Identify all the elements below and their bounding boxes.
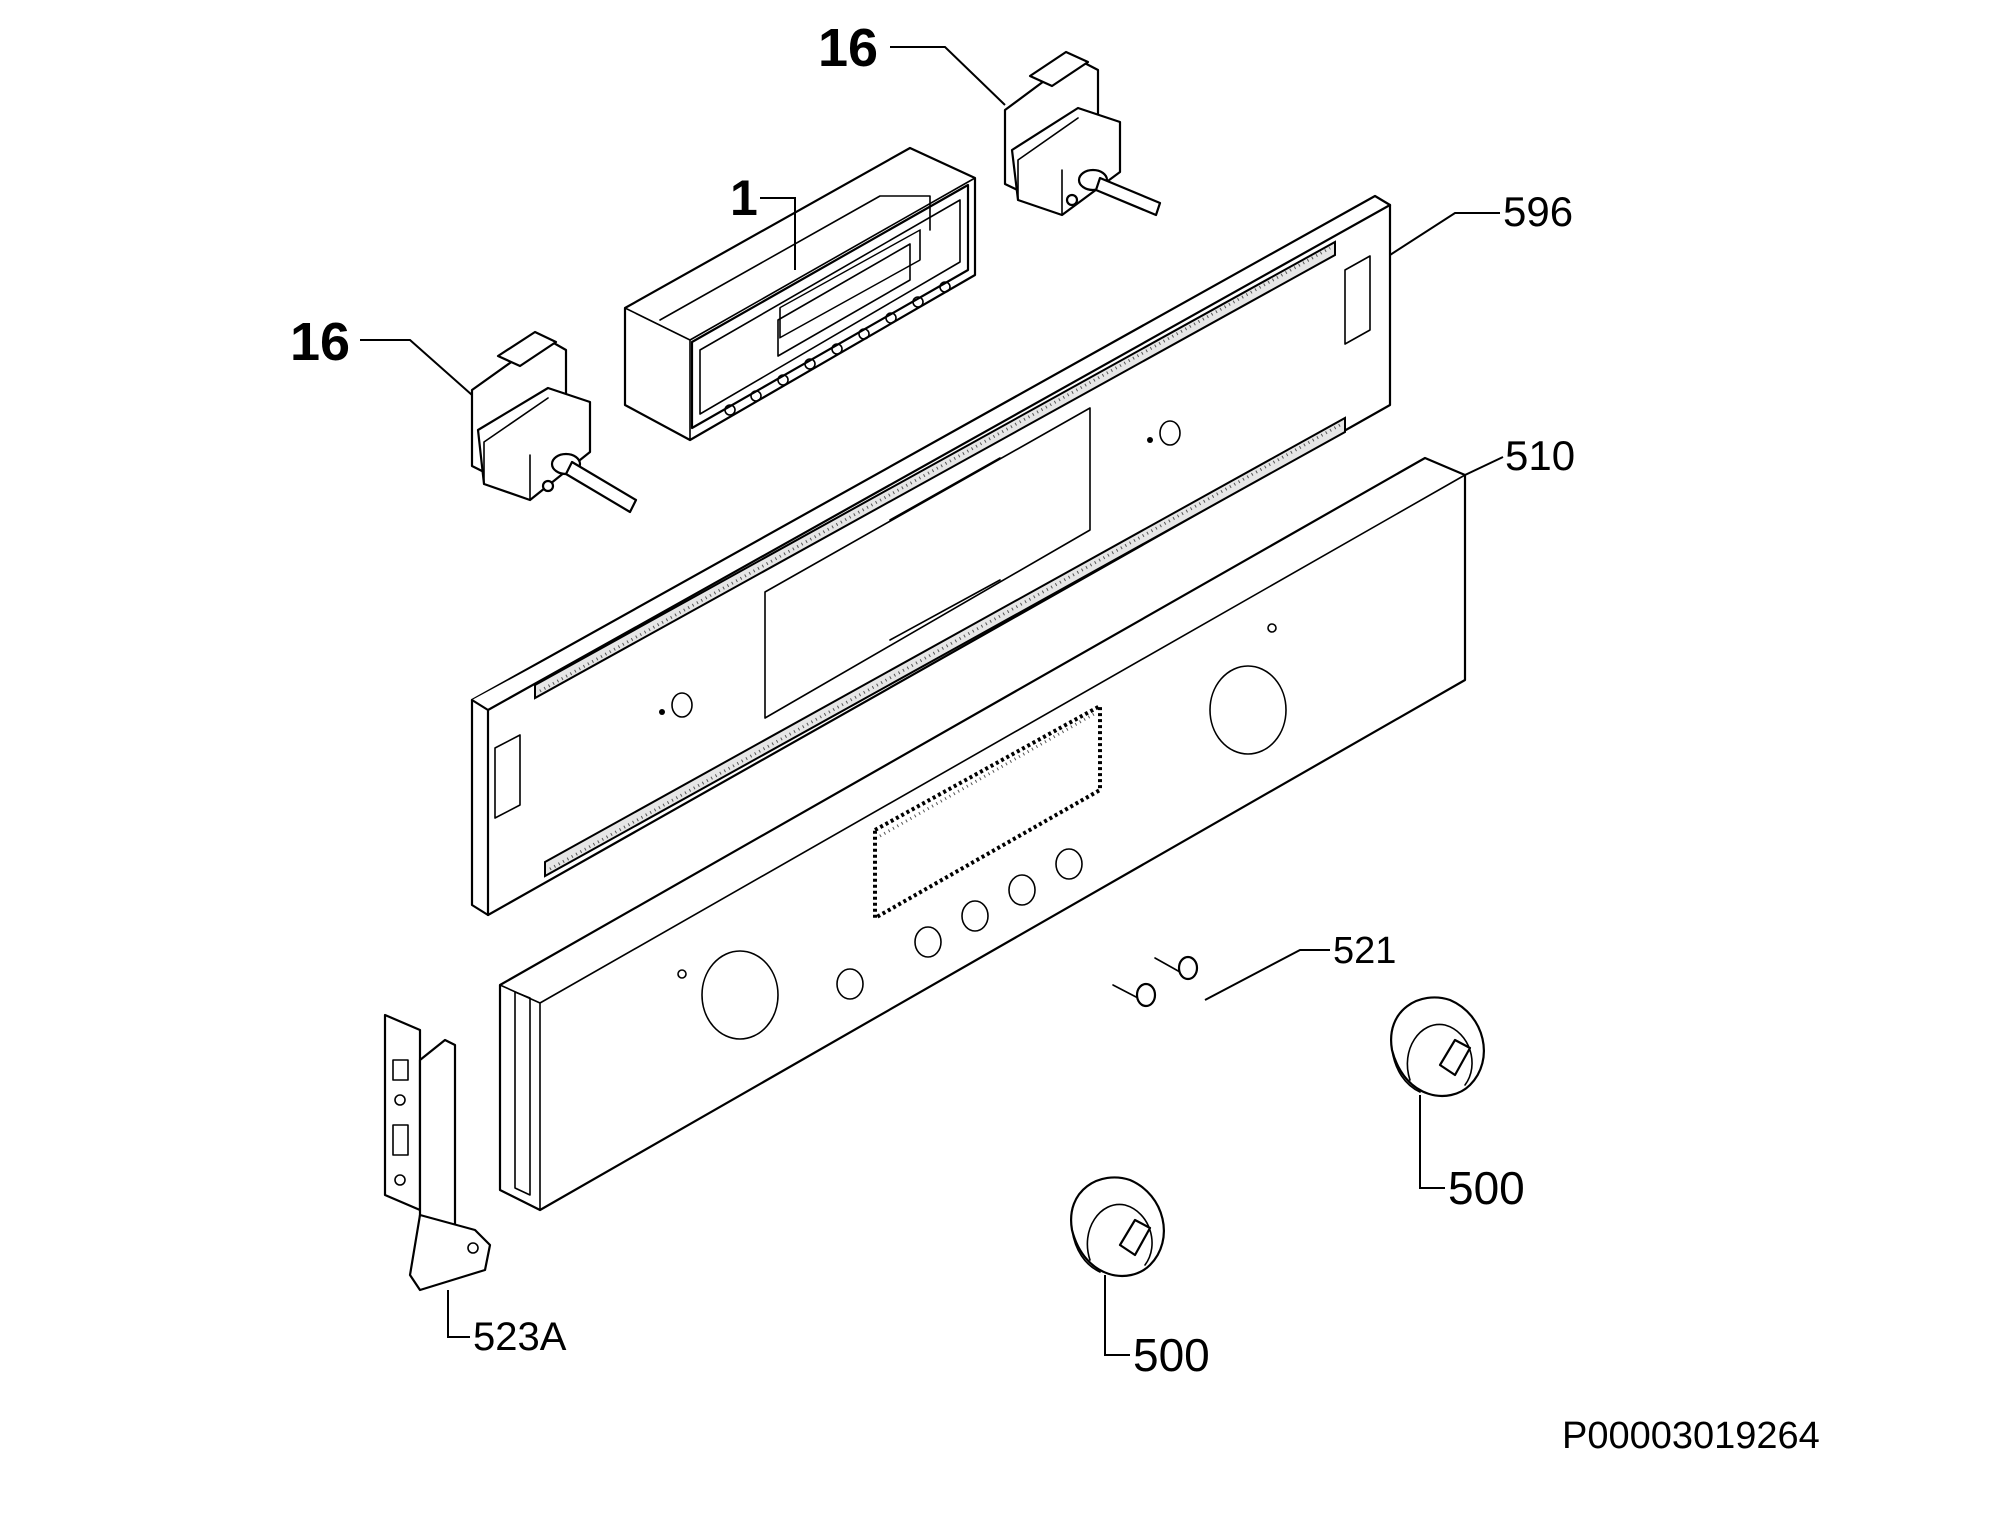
drawing-number: P00003019264 bbox=[1562, 1415, 1820, 1457]
callout-1: 1 bbox=[730, 170, 758, 226]
callout-500-lower: 500 bbox=[1133, 1329, 1210, 1381]
control-knob-lower bbox=[1070, 1176, 1165, 1278]
leader-510 bbox=[1464, 456, 1504, 476]
callout-510: 510 bbox=[1505, 432, 1575, 479]
callout-596: 596 bbox=[1503, 188, 1573, 235]
callout-16-left: 16 bbox=[290, 312, 350, 372]
callout-500-upper: 500 bbox=[1448, 1162, 1525, 1214]
callout-523A: 523A bbox=[473, 1315, 567, 1359]
display-buttons bbox=[724, 281, 951, 416]
leader-16-right bbox=[890, 46, 1006, 106]
control-panel-frame bbox=[470, 194, 1392, 917]
mounting-bracket bbox=[383, 1013, 492, 1292]
leader-596 bbox=[1389, 212, 1500, 256]
control-knob-upper bbox=[1390, 996, 1485, 1098]
callout-521: 521 bbox=[1333, 930, 1396, 972]
leader-1 bbox=[760, 197, 796, 270]
front-panel bbox=[498, 456, 1467, 1212]
display-module bbox=[623, 146, 977, 442]
leader-16-left bbox=[360, 339, 473, 396]
callout-16-right: 16 bbox=[818, 18, 878, 78]
screws bbox=[1112, 955, 1199, 1008]
leader-500-lower bbox=[1104, 1275, 1130, 1356]
leader-521 bbox=[1204, 949, 1330, 1001]
leader-523A bbox=[447, 1290, 470, 1338]
rotary-switch-right bbox=[1003, 50, 1162, 217]
rotary-switch-left bbox=[470, 330, 638, 514]
leader-500-upper bbox=[1419, 1095, 1445, 1189]
